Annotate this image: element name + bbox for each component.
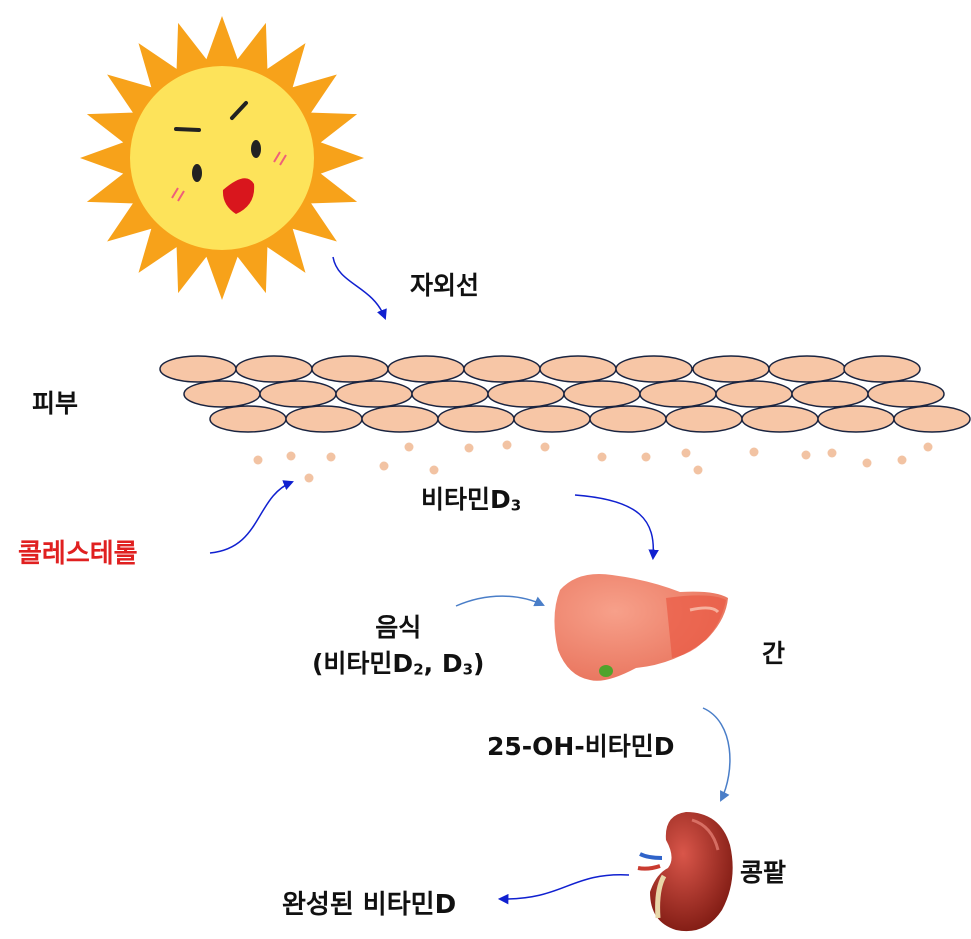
arrow-liver-to-kidney — [702, 707, 731, 802]
cholesterol-dot — [897, 455, 907, 465]
skin-cell — [563, 380, 641, 408]
skin-cell — [209, 405, 287, 433]
sun-eye-left — [192, 164, 202, 182]
cholesterol-dots — [253, 440, 933, 483]
uv-label: 자외선 — [410, 271, 480, 300]
cholesterol-dot — [862, 458, 872, 468]
cholesterol-dot — [304, 473, 314, 483]
cholesterol-dot — [681, 448, 691, 458]
skin-cell — [159, 355, 237, 383]
skin-cell — [768, 355, 846, 383]
skin-cell — [741, 405, 819, 433]
skin-cell — [285, 405, 363, 433]
cholesterol-dot — [801, 450, 811, 460]
cholesterol-dot — [379, 461, 389, 471]
cholesterol-dot — [923, 442, 933, 452]
liver-label: 간 — [762, 639, 786, 668]
skin-cell — [692, 355, 770, 383]
sun-blush — [171, 151, 287, 202]
food-label: 음식 (비타민D2, D3) — [312, 610, 484, 687]
skin-cell — [867, 380, 945, 408]
cholesterol-dot — [597, 452, 607, 462]
arrow-cholesterol-to-skin — [209, 480, 294, 554]
cholesterol-dot — [429, 465, 439, 475]
skin-cell — [513, 405, 591, 433]
skin-cell — [589, 405, 667, 433]
sun-mouth — [222, 178, 255, 214]
kidney-label: 콩팥 — [740, 858, 787, 887]
skin-cell — [665, 405, 743, 433]
skin-cell — [437, 405, 515, 433]
cholesterol-dot — [326, 452, 336, 462]
sun-eyebrow-right — [230, 101, 248, 120]
arrow-food-to-liver — [455, 595, 545, 607]
cholesterol-dot — [641, 452, 651, 462]
liver-icon — [554, 574, 728, 681]
cholesterol-dot — [286, 451, 296, 461]
active-vitamin-d-label: 완성된 비타민D — [282, 890, 457, 920]
cholesterol-dot — [540, 442, 550, 452]
skin-cell — [639, 380, 717, 408]
skin-cell — [893, 405, 971, 433]
arrow-vitd3-to-liver — [574, 494, 659, 561]
arrow-kidney-to-active — [497, 874, 630, 905]
vitamin-d3-subscript: 3 — [510, 496, 522, 515]
cholesterol-dot — [502, 440, 512, 450]
sun-eye-right — [251, 140, 261, 158]
skin-cell — [335, 380, 413, 408]
sun-icon — [80, 16, 364, 300]
skin-cell — [183, 380, 261, 408]
cholesterol-dot — [749, 447, 759, 457]
vitamin-d3-text: 비타민D — [421, 485, 511, 514]
skin-cell — [539, 355, 617, 383]
food-label-line2: (비타민D2, D3) — [312, 649, 485, 679]
skin-cell — [615, 355, 693, 383]
cholesterol-label: 콜레스테롤 — [18, 539, 138, 569]
skin-cell — [791, 380, 869, 408]
arrow-uv-to-skin — [332, 256, 387, 320]
cholesterol-dot — [253, 455, 263, 465]
food-label-line1: 음식 — [375, 613, 422, 642]
skin-label: 피부 — [32, 389, 79, 418]
kidney-icon — [637, 812, 733, 932]
cholesterol-dot — [464, 443, 474, 453]
skin-cell — [817, 405, 895, 433]
skin-cell — [411, 380, 489, 408]
skin-cell — [843, 355, 921, 383]
skin-cell — [487, 380, 565, 408]
sun-face — [130, 66, 314, 250]
skin-cell — [259, 380, 337, 408]
cholesterol-dot — [404, 442, 414, 452]
25-oh-vitamin-d-label: 25-OH-비타민D — [487, 732, 675, 761]
skin-cell — [463, 355, 541, 383]
skin-cell — [387, 355, 465, 383]
skin-cell — [311, 355, 389, 383]
skin-cell — [361, 405, 439, 433]
skin-cell — [235, 355, 313, 383]
cholesterol-dot — [693, 465, 703, 475]
sun-eyebrow-left — [174, 127, 201, 132]
vitamin-d3-label: 비타민D3 — [421, 480, 521, 516]
cholesterol-dot — [827, 448, 837, 458]
skin-cell — [715, 380, 793, 408]
skin-cell-layer — [159, 355, 971, 433]
